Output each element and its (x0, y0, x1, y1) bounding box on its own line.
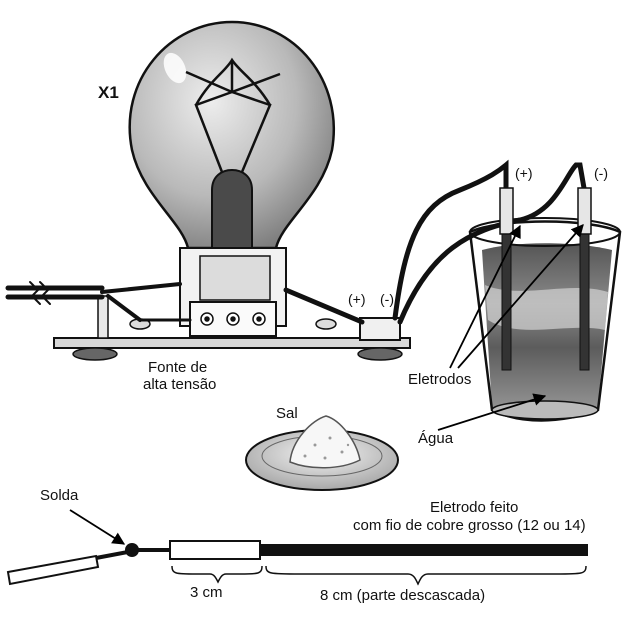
bare-copper (260, 544, 588, 556)
socket-inner (199, 255, 271, 301)
glass-bottom (491, 400, 599, 420)
insulation-sleeve (169, 540, 261, 560)
pointer-arrows (69, 224, 584, 545)
water-light-band (485, 285, 608, 330)
label-solder: Solda (40, 487, 79, 504)
solder-joint (125, 543, 139, 557)
bulb-highlight (163, 52, 187, 84)
label-glass-positive: (+) (515, 165, 533, 181)
base-board (53, 295, 411, 361)
salt-pile (289, 415, 361, 469)
bracket-8cm (265, 565, 587, 586)
label-dim-3cm: 3 cm (190, 584, 223, 601)
label-electrodes: Eletrodos (408, 371, 471, 388)
label-lamp: X1 (98, 83, 119, 102)
label-source-line1: Fonte de (148, 359, 207, 376)
glass-rim (469, 217, 621, 247)
label-source-line2: alta tensão (143, 376, 216, 393)
label-salt: Sal (276, 405, 298, 422)
electrode-detail (6, 540, 588, 586)
water-glass (468, 187, 622, 422)
bulb-stem (211, 168, 253, 256)
label-glass-negative: (-) (594, 165, 608, 181)
bracket-3cm (171, 565, 263, 584)
label-dim-8cm: 8 cm (parte descascada) (320, 587, 485, 604)
label-water: Água (418, 430, 454, 447)
filament (185, 57, 281, 173)
label-terminal-positive: (+) (348, 291, 366, 307)
salt-plate (245, 415, 399, 491)
label-electrode-line1: Eletrodo feito (430, 499, 518, 516)
lead-wire (6, 554, 100, 586)
label-terminal-negative: (-) (380, 291, 394, 307)
terminal-screws (200, 312, 266, 326)
label-electrode-line2: com fio de cobre grosso (12 ou 14) (353, 517, 586, 534)
wiring (5, 159, 587, 325)
light-bulb (128, 20, 335, 337)
